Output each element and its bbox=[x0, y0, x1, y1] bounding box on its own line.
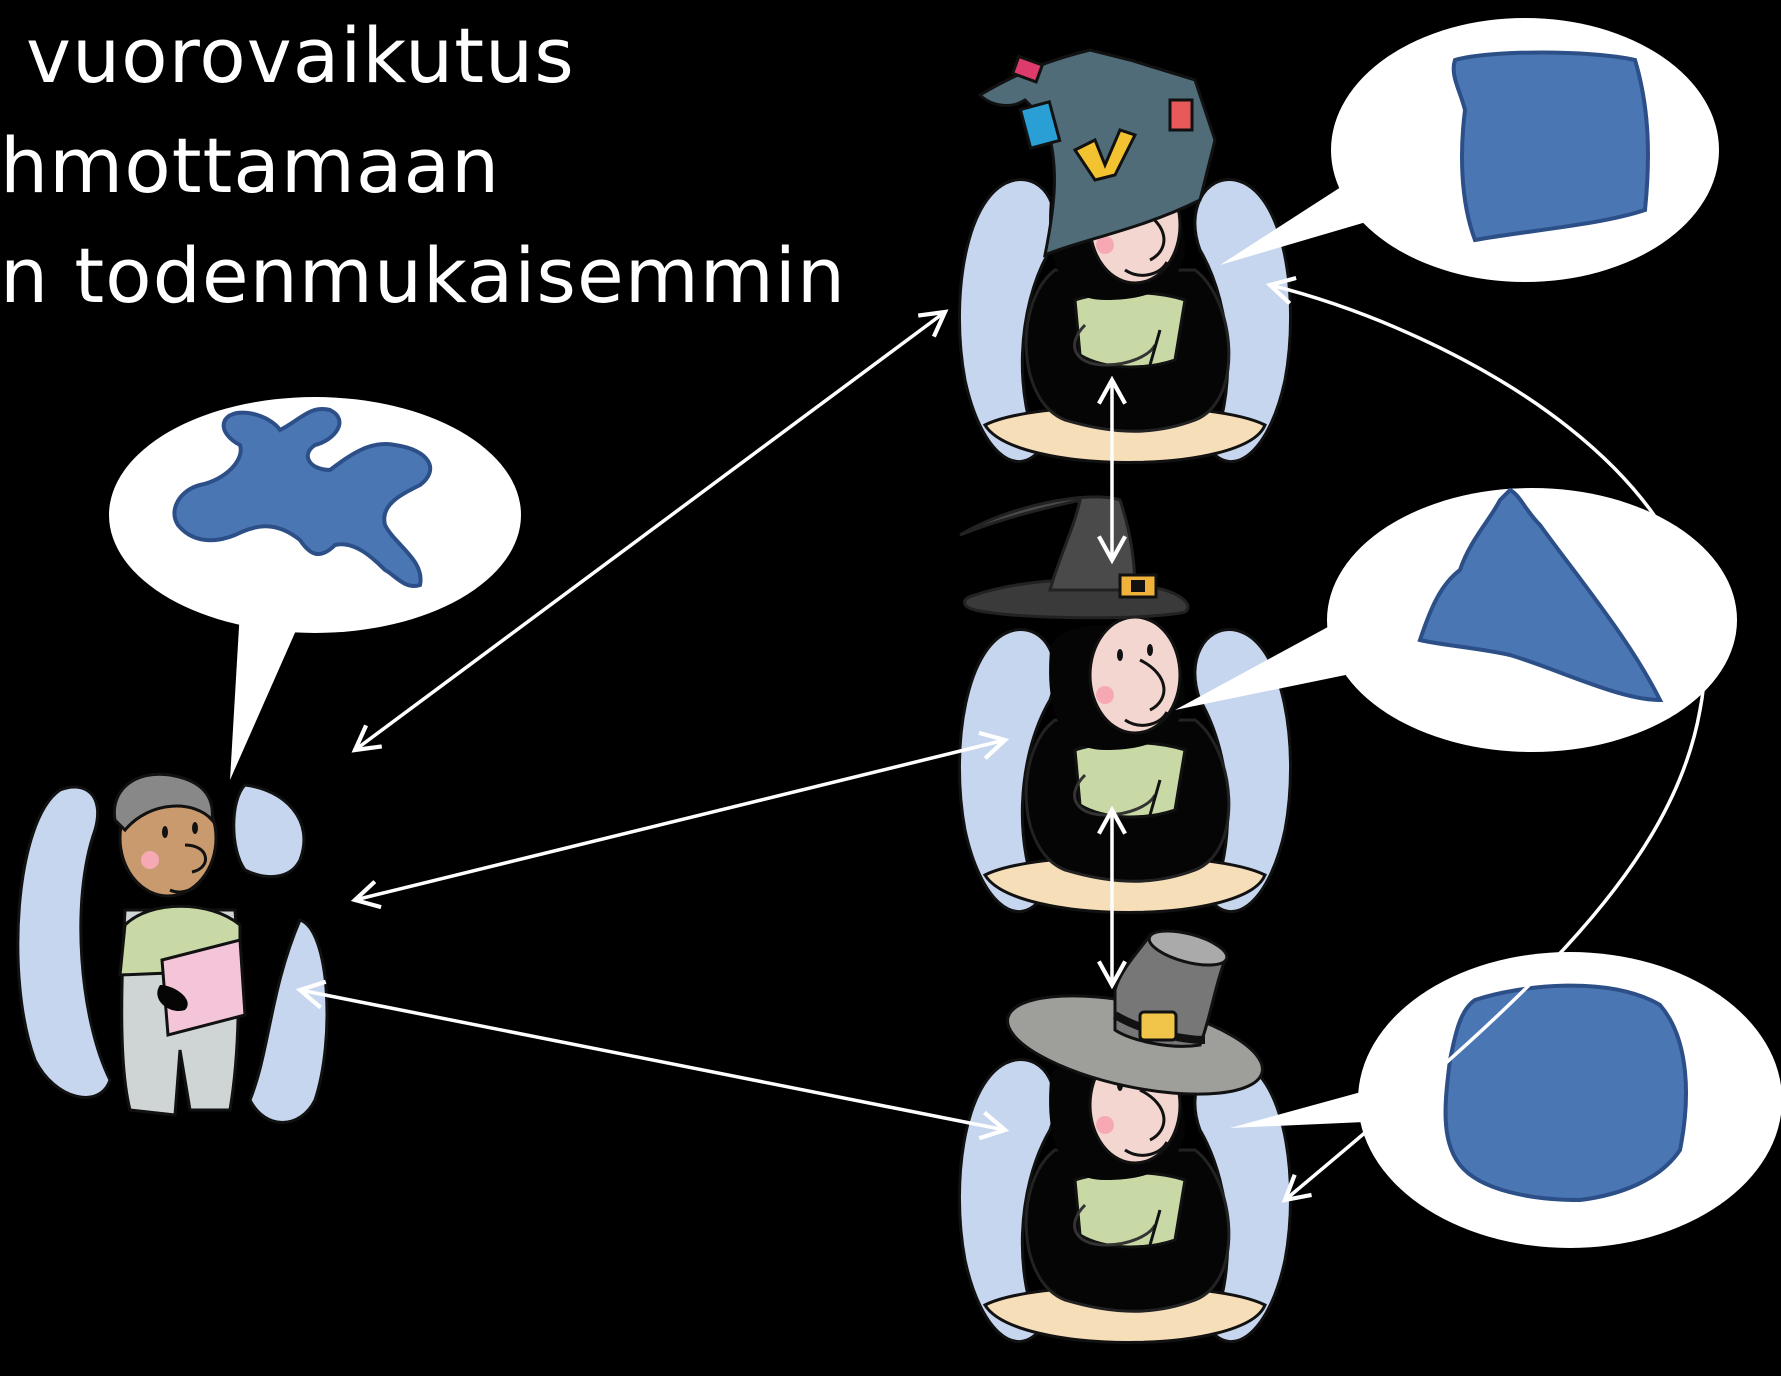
caption-line-1: vuorovaikutus bbox=[26, 11, 575, 100]
reader-figure bbox=[16, 772, 329, 1124]
bottom-thought-bubble bbox=[1230, 952, 1781, 1248]
reader-thought-bubble bbox=[109, 397, 521, 780]
arrow-reader-middle bbox=[350, 730, 1010, 910]
patched-wizard-hat-icon bbox=[977, 48, 1217, 258]
arrow-reader-top bbox=[351, 309, 949, 753]
middle-witch-figure bbox=[957, 495, 1293, 914]
witch-hat-icon bbox=[959, 495, 1190, 620]
top-wizard-figure bbox=[957, 48, 1293, 464]
middle-thought-bubble bbox=[1175, 487, 1737, 752]
interaction-arrows bbox=[295, 275, 1707, 1203]
pilgrim-hat-icon bbox=[1006, 929, 1264, 1096]
caption-line-2: hmottamaan bbox=[0, 121, 501, 210]
pink-book-icon bbox=[160, 938, 247, 1037]
bottom-pilgrim-figure bbox=[957, 929, 1293, 1344]
arrow-feedback-loop bbox=[1265, 275, 1707, 1203]
arrow-reader-bottom bbox=[295, 979, 1010, 1141]
top-thought-bubble bbox=[1220, 18, 1719, 282]
caption-line-3: n todenmukaisemmin bbox=[0, 231, 847, 320]
rounded-square-shape bbox=[1451, 50, 1650, 243]
triangle-shape bbox=[1417, 487, 1664, 703]
circle-blob-shape bbox=[1443, 983, 1688, 1203]
